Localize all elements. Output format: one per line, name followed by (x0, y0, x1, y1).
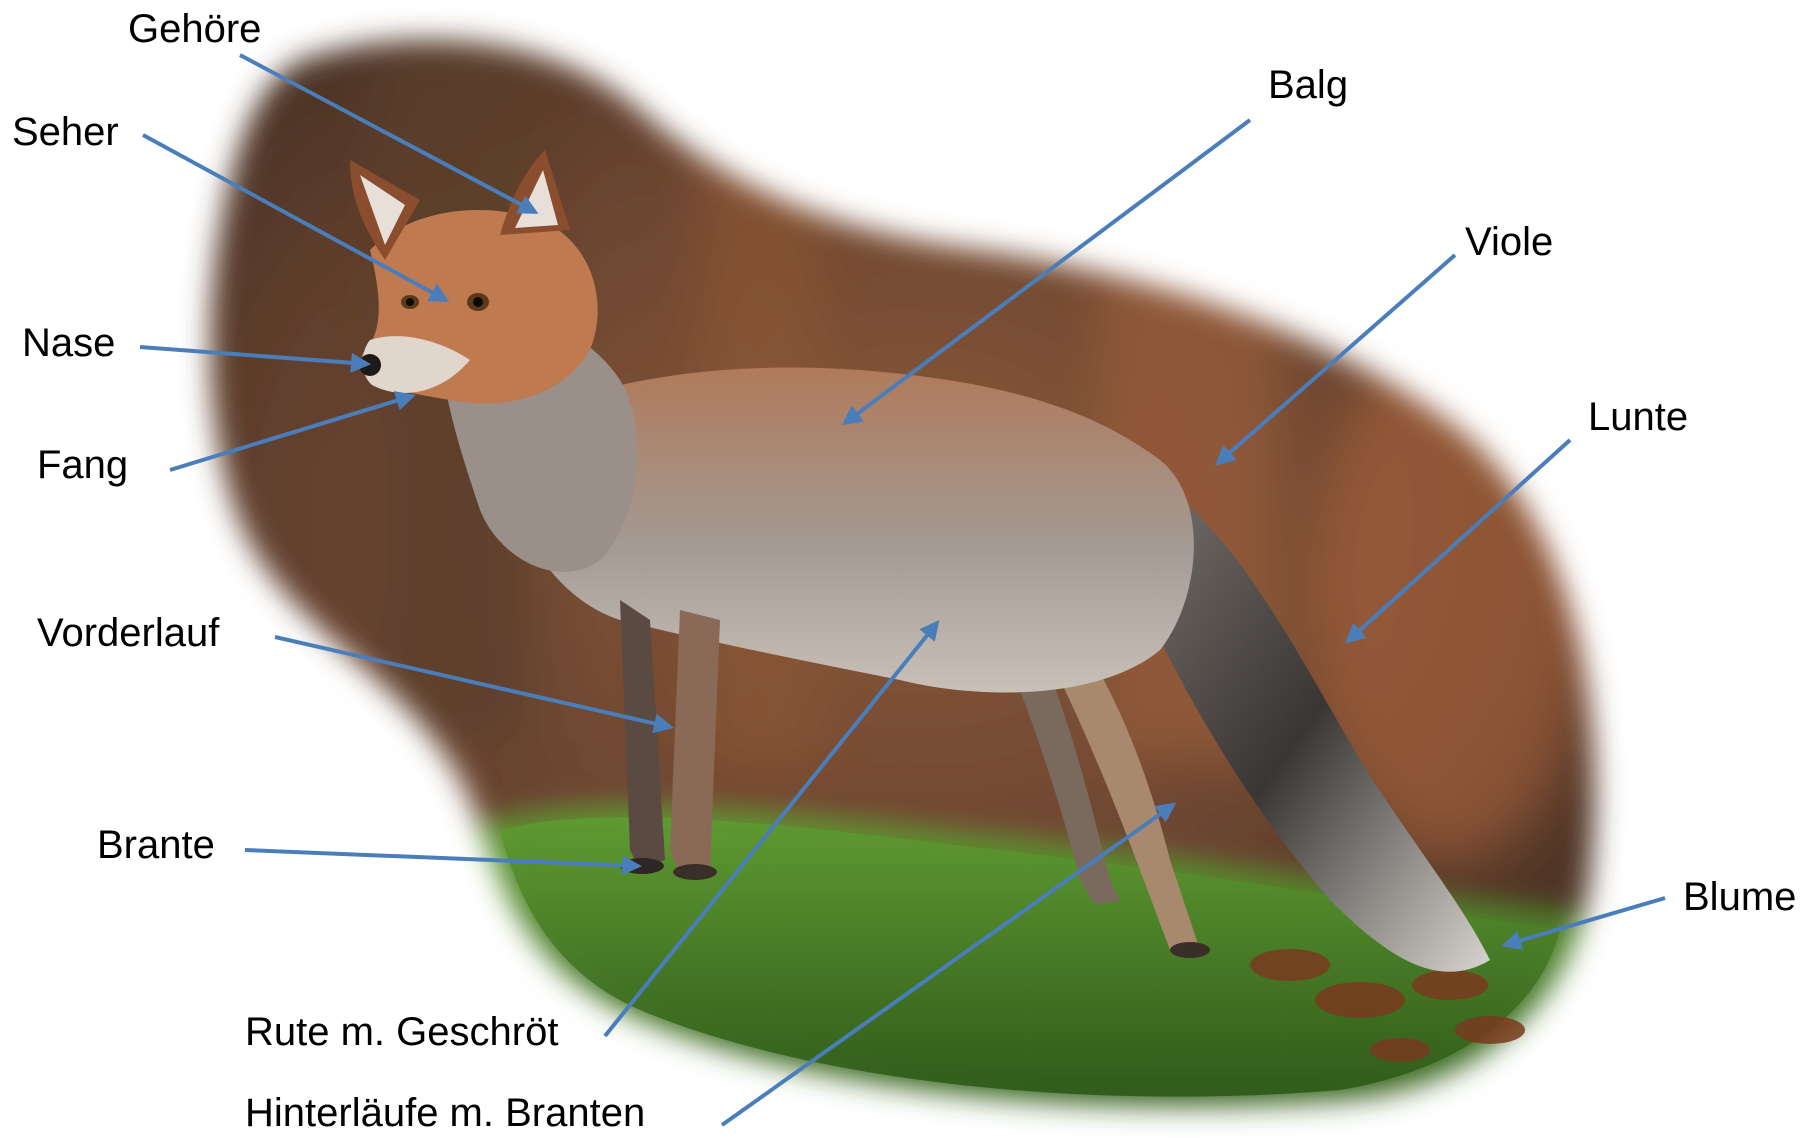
label-nase: Nase (22, 321, 115, 365)
label-gehoere: Gehöre (128, 7, 261, 51)
label-blume: Blume (1683, 875, 1796, 919)
label-seher: Seher (12, 110, 119, 154)
label-brante: Brante (97, 823, 215, 867)
label-lunte: Lunte (1588, 395, 1688, 439)
label-vorderlauf: Vorderlauf (37, 611, 220, 655)
label-fang: Fang (37, 443, 128, 487)
label-balg: Balg (1268, 63, 1348, 107)
label-hinterlaeufe: Hinterläufe m. Branten (245, 1091, 645, 1135)
label-rute: Rute m. Geschröt (245, 1010, 558, 1054)
label-viole: Viole (1465, 220, 1553, 264)
